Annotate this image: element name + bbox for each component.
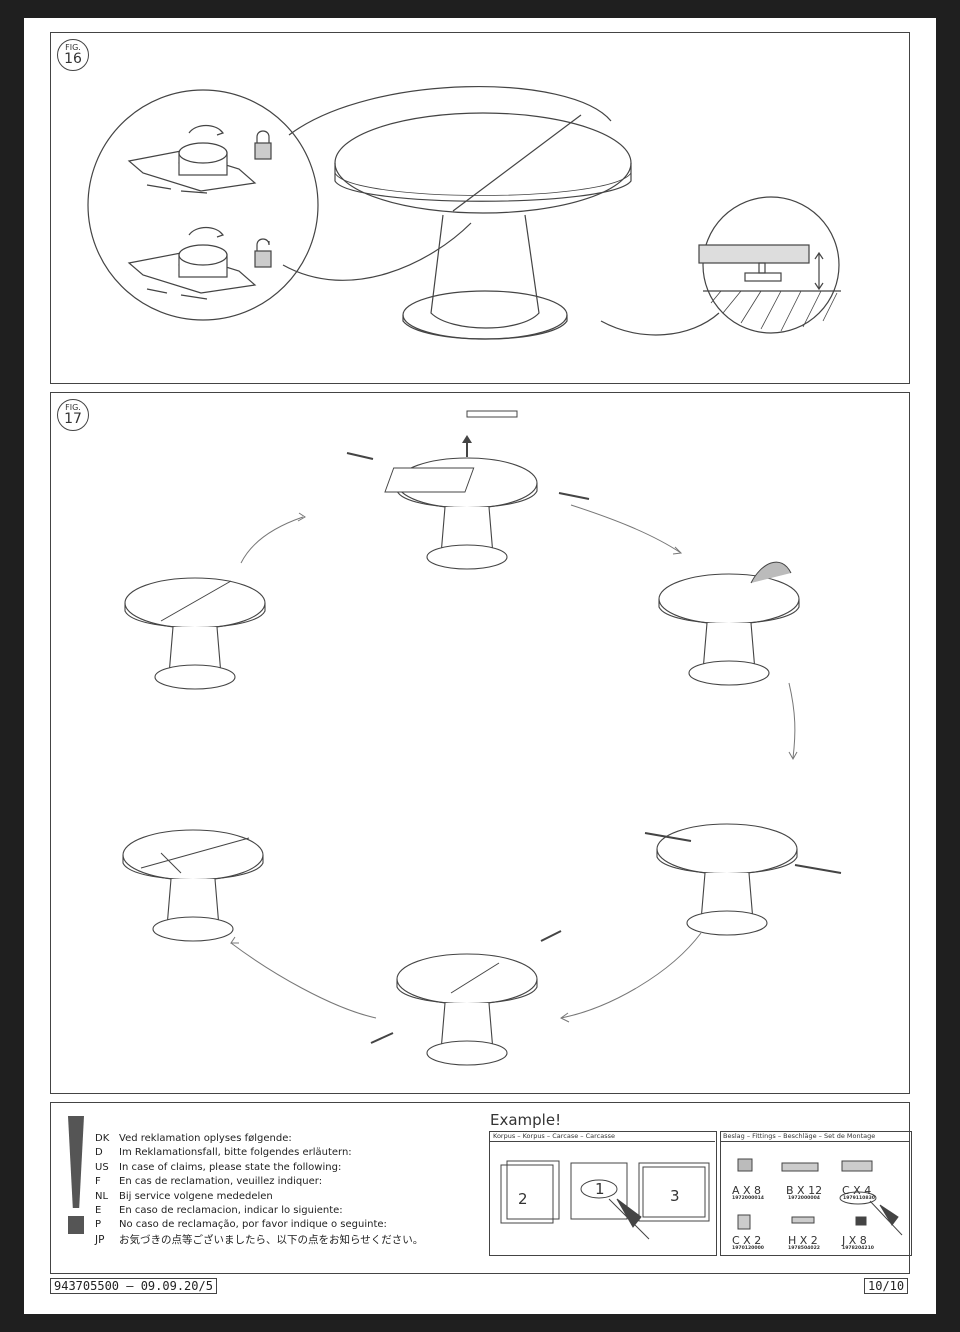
table-leaf-unfolding-right	[658, 573, 800, 686]
claims-panel	[50, 1102, 910, 1274]
example-title: Example!	[490, 1111, 562, 1129]
table-leaves-inserted-right	[656, 823, 798, 936]
flow-arrow-1	[240, 516, 304, 564]
carcase-header-divider	[489, 1141, 715, 1142]
lock-detail-circle	[87, 89, 319, 321]
figure-17-panel: FIG. 17	[50, 392, 910, 1094]
fittings-header: Beslag – Fittings – Beschläge – Set de M…	[723, 1132, 876, 1140]
fitting-b-label: B X 12	[786, 1184, 823, 1197]
flow-arrow-4	[560, 932, 702, 1019]
fitting-c-label: C X 4	[842, 1184, 872, 1197]
flow-arrow-2	[570, 504, 682, 554]
fitting-b-code: 1972000004	[788, 1196, 820, 1201]
flow-arrow-3	[788, 682, 796, 759]
fitting-b-icon	[781, 1162, 819, 1172]
document-number: 943705500 – 09.09.20/5	[50, 1278, 217, 1294]
locking-mechanism-unlocked	[127, 226, 257, 300]
foot-detail-circle	[702, 196, 840, 334]
table-extended-left	[122, 829, 264, 942]
fitting-h-code: 1978504022	[788, 1246, 820, 1251]
fitting-h-icon	[791, 1216, 815, 1224]
padlock-closed-icon	[254, 130, 272, 160]
fitting-c2-label: C X 2	[732, 1234, 762, 1247]
fitting-j-icon	[855, 1216, 867, 1226]
fittings-header-divider	[720, 1141, 910, 1142]
fitting-j-code: 1978204210	[842, 1246, 874, 1251]
fitting-a-icon	[737, 1158, 753, 1172]
page-number: 10/10	[864, 1278, 909, 1294]
fitting-a-label: A X 8	[732, 1184, 762, 1197]
fitting-c-code: 1979110830	[843, 1196, 875, 1201]
fitting-a-code: 1972000014	[732, 1196, 764, 1201]
flow-arrow-5	[230, 942, 377, 1019]
figure-16-drawing	[87, 86, 841, 340]
fittings-example-box	[720, 1131, 912, 1256]
fitting-c2-code: 1970120000	[732, 1246, 764, 1251]
table-extended-bottom	[396, 953, 538, 1066]
carcase-part-3: 3	[670, 1187, 680, 1205]
fitting-c2-icon	[737, 1214, 751, 1230]
figure-17-drawing	[122, 410, 842, 1066]
locking-mechanism-locked	[127, 124, 257, 194]
carcase-header: Korpus – Korpus – Carcase – Carcasse	[493, 1132, 615, 1140]
exclamation-icon	[68, 1116, 84, 1236]
round-table-top	[334, 112, 632, 214]
carcase-example-box	[489, 1131, 717, 1256]
carcase-parts-drawing	[500, 1160, 710, 1240]
table-closed-left	[124, 577, 266, 690]
figure-16-badge: FIG. 16	[57, 39, 89, 71]
fitting-c-icon	[841, 1160, 873, 1172]
padlock-open-icon	[254, 238, 272, 268]
fitting-j-label: J X 8	[842, 1234, 867, 1247]
fitting-h-label: H X 2	[788, 1234, 818, 1247]
figure-16-panel: FIG. 16	[50, 32, 910, 384]
carcase-part-1: 1	[595, 1180, 605, 1198]
carcase-part-2: 2	[518, 1190, 528, 1208]
figure-17-badge: FIG. 17	[57, 399, 89, 431]
fittings-drawing	[737, 1158, 903, 1236]
